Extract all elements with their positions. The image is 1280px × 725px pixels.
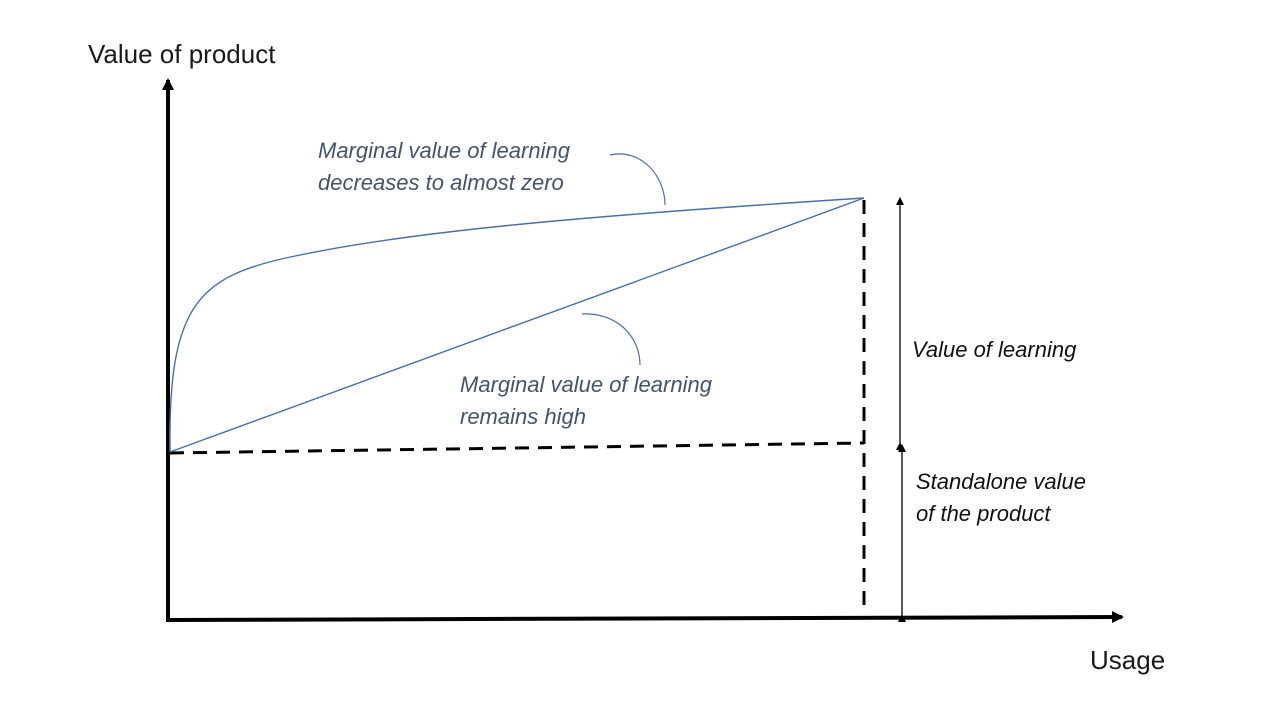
x-axis bbox=[165, 611, 1124, 624]
linear-annotation-line-1: Marginal value of learning bbox=[460, 372, 712, 397]
y-axis-title: Value of product bbox=[88, 39, 276, 69]
linear-callout-connector bbox=[581, 313, 641, 366]
linear-annotation-line-2: remains high bbox=[460, 404, 586, 429]
x-axis-title: Usage bbox=[1090, 645, 1166, 675]
standalone-value-dashed-line bbox=[169, 441, 865, 455]
linear-value-line bbox=[169, 197, 865, 453]
standalone-value-label-line-2: of the product bbox=[916, 501, 1051, 526]
concave-callout-connector bbox=[609, 153, 666, 206]
standalone-value-label-line-1: Standalone value bbox=[916, 469, 1087, 494]
value-of-learning-label: Value of learning bbox=[912, 337, 1077, 362]
concave-value-curve bbox=[169, 197, 865, 453]
concave-annotation-line-2: decreases to almost zero bbox=[318, 170, 564, 195]
concave-annotation-line-1: Marginal value of learning bbox=[318, 138, 570, 163]
